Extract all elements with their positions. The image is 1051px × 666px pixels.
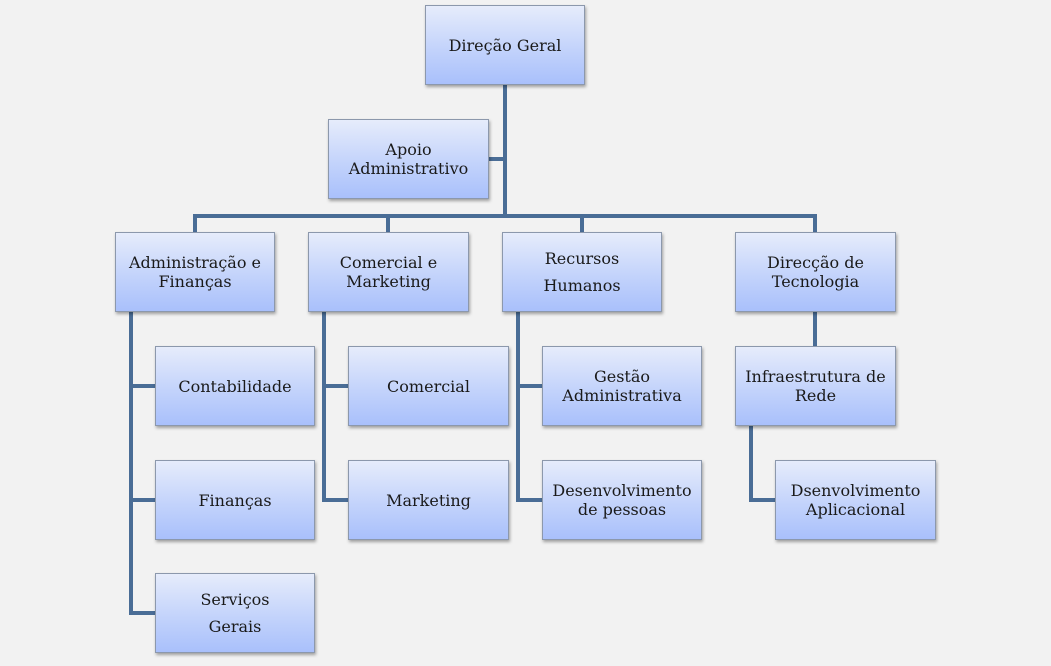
node-recursos-humanos: Recursos Humanos: [502, 232, 662, 312]
node-label: Gestão Administrativa: [562, 367, 682, 405]
node-comercial-marketing: Comercial e Marketing: [308, 232, 469, 312]
node-label: Comercial: [387, 376, 470, 396]
node-label: Administração e Finanças: [128, 253, 262, 291]
node-label: Comercial e Marketing: [339, 253, 438, 291]
node-gestao-administrativa: Gestão Administrativa: [542, 346, 702, 426]
node-infraestrutura-rede: Infraestrutura de Rede: [735, 346, 896, 426]
node-label: Serviços Gerais: [200, 590, 270, 636]
node-label: Direcção de Tecnologia: [767, 253, 864, 291]
node-marketing: Marketing: [348, 460, 509, 540]
node-label: Contabilidade: [178, 376, 292, 396]
node-administracao-financas: Administração e Finanças: [115, 232, 275, 312]
node-apoio-administrativo: Apoio Administrativo: [328, 119, 489, 199]
node-label: Recursos Humanos: [543, 249, 621, 295]
node-comercial: Comercial: [348, 346, 509, 426]
node-label: Finanças: [198, 490, 272, 510]
node-label: Marketing: [386, 490, 471, 510]
node-label: Apoio Administrativo: [348, 140, 469, 178]
node-desenvolvimento-aplicacional: Dsenvolvimento Aplicacional: [775, 460, 936, 540]
node-desenvolvimento-pessoas: Desenvolvimento de pessoas: [542, 460, 702, 540]
node-label: Infraestrutura de Rede: [745, 367, 886, 405]
node-label: Desenvolvimento de pessoas: [552, 481, 692, 519]
node-direccao-tecnologia: Direcção de Tecnologia: [735, 232, 896, 312]
node-label: Dsenvolvimento Aplicacional: [790, 481, 921, 519]
node-contabilidade: Contabilidade: [155, 346, 315, 426]
node-direcao-geral: Direção Geral: [425, 5, 585, 85]
node-servicos-gerais: Serviços Gerais: [155, 573, 315, 653]
node-label: Direção Geral: [448, 35, 562, 55]
node-financas: Finanças: [155, 460, 315, 540]
